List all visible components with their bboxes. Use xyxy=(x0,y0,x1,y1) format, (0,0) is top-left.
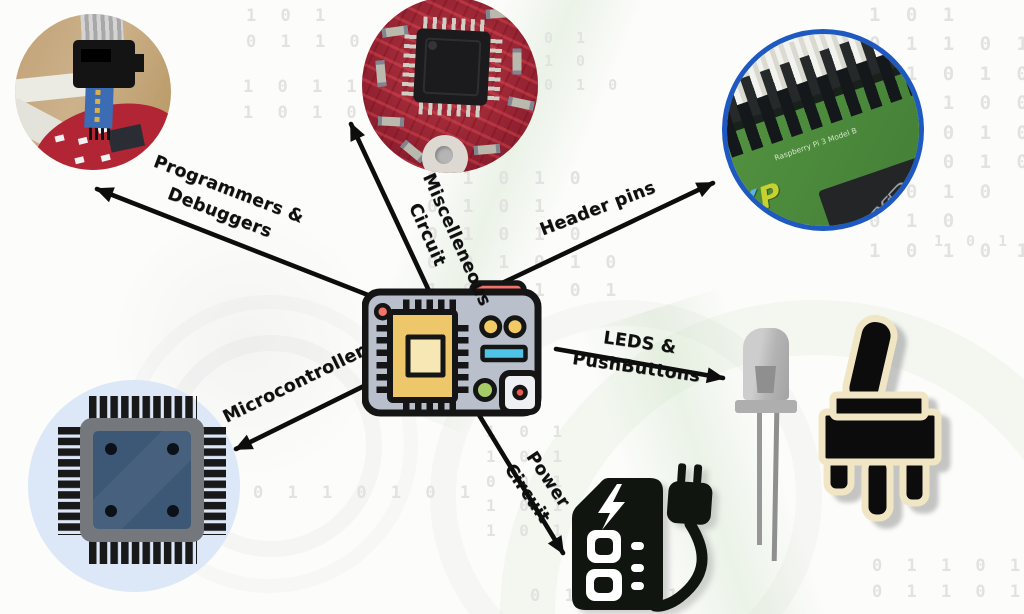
chip-pins-right xyxy=(200,427,226,535)
nxp-logo: NXP xyxy=(722,176,787,231)
switch-plate xyxy=(829,391,929,421)
dev-board-icon xyxy=(362,280,542,417)
plug xyxy=(666,463,713,525)
idc-connector xyxy=(73,40,144,88)
board-panel-dot xyxy=(512,384,528,401)
led-leg xyxy=(771,412,780,562)
led-flange xyxy=(735,400,797,413)
led-leg xyxy=(757,413,762,545)
arrow-programmers-debuggers xyxy=(94,186,371,298)
binary-pattern: 1 0 1 xyxy=(934,232,1015,250)
smd-resistor xyxy=(512,48,522,75)
arrow-misc-circuit xyxy=(348,121,433,296)
programmers-debuggers-photo xyxy=(15,14,171,170)
chip-die xyxy=(93,431,191,529)
smd-resistor xyxy=(377,116,405,127)
binary-pattern: 0 1 1 0 1 00 1 1 0 1 xyxy=(872,556,1024,603)
nxp-chip-label: NXP xyxy=(849,178,924,231)
board-chip-core xyxy=(405,334,446,378)
chip-corner-dots xyxy=(105,443,179,517)
arrow-microcontroller xyxy=(233,383,367,452)
arrow-leds-pushbuttons xyxy=(553,346,726,384)
arrow-power-circuit xyxy=(473,407,566,556)
indicator-dots xyxy=(631,542,644,590)
silkscreen-circle xyxy=(422,135,468,173)
board-yellow-button xyxy=(503,315,527,339)
adapter-board xyxy=(84,83,114,129)
board-yellow-button xyxy=(479,315,503,339)
board-chip-pins xyxy=(376,299,469,410)
usb-port xyxy=(586,569,622,601)
plug-cable xyxy=(649,518,708,612)
smd-resistor xyxy=(485,8,513,19)
chip-pins-bottom xyxy=(89,538,197,564)
chip-sheen xyxy=(93,431,191,529)
adapter-pins xyxy=(95,89,101,96)
led-reflector xyxy=(755,366,776,393)
header-pins-photo: Raspberry Pi 3 Model B NXP NXP xyxy=(722,29,924,231)
switch-pin xyxy=(861,454,894,522)
led-icon xyxy=(733,326,803,566)
power-circuit-icon xyxy=(572,463,713,612)
binary-pattern: 0 1 1 0 1 0 1 xyxy=(253,483,478,503)
smd-chip xyxy=(107,124,145,153)
arrow-header-pins xyxy=(495,180,716,288)
screw-head xyxy=(435,146,453,164)
qfp-chip xyxy=(401,16,503,118)
usb-port xyxy=(587,530,621,563)
microcontroller-icon xyxy=(58,396,226,564)
lightning-bolt xyxy=(598,484,625,530)
board-green-button xyxy=(473,378,497,402)
solder-pads xyxy=(54,134,65,143)
misc-circuit-photo xyxy=(362,0,538,173)
green-pcb: Raspberry Pi 3 Model B NXP NXP xyxy=(722,34,924,231)
board-cyan-display xyxy=(480,344,528,363)
toggle-switch-icon xyxy=(818,314,942,522)
idc-slot xyxy=(81,49,111,62)
chip-pins-top xyxy=(89,396,197,422)
nxp-chip: NXP xyxy=(817,152,924,231)
chip-pins-left xyxy=(58,427,84,535)
